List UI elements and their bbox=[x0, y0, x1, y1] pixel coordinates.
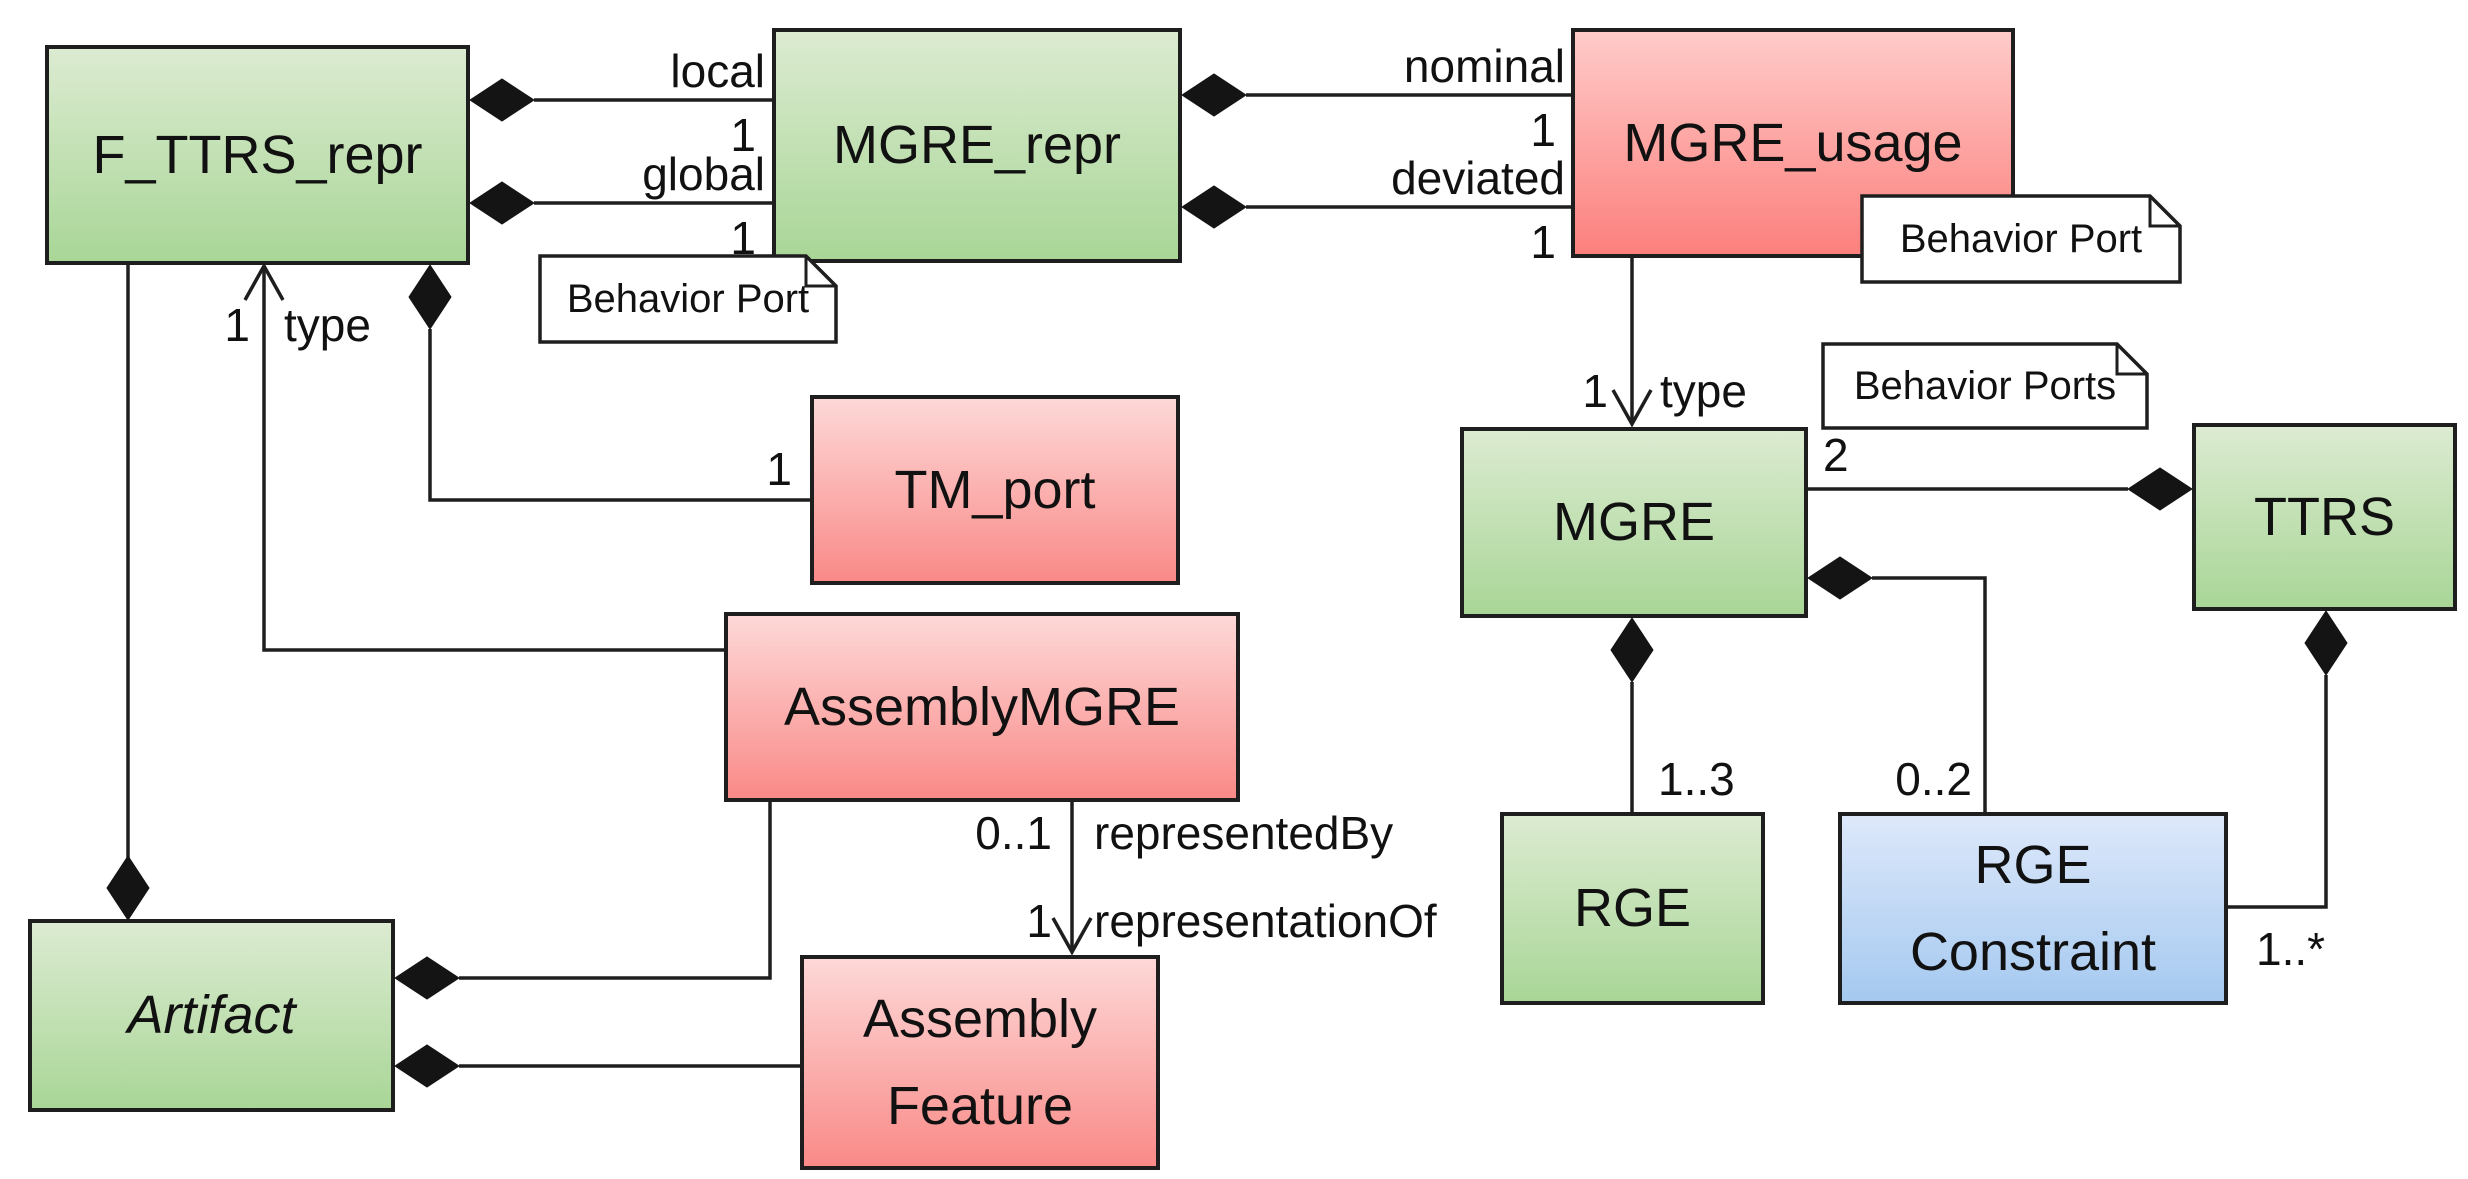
edge-label-mgre-ttrs-multiplicity: 2 bbox=[1823, 429, 1849, 481]
edge-label-tm-port-multiplicity: 1 bbox=[766, 443, 792, 495]
edge-artifact-assembly-mgre-composition bbox=[394, 802, 772, 1000]
edge-label-deviated-multiplicity: 1 bbox=[1530, 216, 1556, 268]
edge-assembly-type-arrow bbox=[243, 262, 724, 652]
class-rge-label: RGE bbox=[1573, 878, 1692, 939]
edge-mgre-rge-composition bbox=[1610, 617, 1654, 812]
edge-label-usage-type-name: type bbox=[1660, 365, 1747, 417]
edge-nominal-composition bbox=[1181, 73, 1571, 117]
edge-label-global-name: global bbox=[642, 148, 765, 200]
edge-mgre-ttrs-composition bbox=[1808, 467, 2193, 511]
note-shape-behavior-port-left bbox=[538, 254, 838, 344]
note-behavior-ports-label: Behavior Ports bbox=[1853, 363, 2117, 408]
edge-artifact-f-ttrs-composition bbox=[106, 265, 150, 921]
class-f-ttrs-repr-label: F_TTRS_repr bbox=[92, 124, 423, 185]
class-mgre-repr-label: MGRE_repr bbox=[832, 115, 1122, 176]
note-behavior-port-left-label: Behavior Port bbox=[566, 276, 810, 321]
edge-ttrs-rge-constraint-composition bbox=[2228, 610, 2348, 909]
class-rge: RGE bbox=[1500, 812, 1765, 1005]
class-ttrs: TTRS bbox=[2192, 423, 2457, 611]
edge-label-ttrs-rge-constraint-multiplicity: 1..* bbox=[2256, 923, 2326, 975]
class-rge-constraint-label-line1: RGE bbox=[1974, 835, 2092, 896]
edge-label-assembly-type-multiplicity: 1 bbox=[224, 299, 250, 351]
edge-label-mgre-rge-multiplicity: 1..3 bbox=[1658, 753, 1735, 805]
edge-deviated-composition bbox=[1181, 185, 1571, 229]
class-assembly-feature-label-line1: Assembly bbox=[862, 989, 1098, 1050]
class-artifact-label: Artifact bbox=[127, 985, 296, 1046]
edge-artifact-assembly-feature-composition bbox=[394, 1044, 800, 1088]
class-rge-constraint-label-line2: Constraint bbox=[1909, 921, 2157, 982]
class-mgre-usage-label: MGRE_usage bbox=[1623, 112, 1963, 173]
class-assembly-mgre: AssemblyMGRE bbox=[724, 612, 1240, 802]
class-mgre-label: MGRE bbox=[1553, 492, 1715, 553]
edge-label-representation-of-name: representationOf bbox=[1094, 895, 1437, 947]
class-tm-port: TM_port bbox=[810, 395, 1180, 585]
edge-usage-type-arrow bbox=[1611, 258, 1653, 428]
class-mgre: MGRE bbox=[1460, 427, 1808, 618]
edge-f-ttrs-tm-port-composition bbox=[408, 264, 810, 502]
class-artifact: Artifact bbox=[28, 919, 395, 1112]
edge-label-deviated-name: deviated bbox=[1391, 152, 1565, 204]
edge-label-local-name: local bbox=[670, 45, 765, 97]
class-mgre-repr: MGRE_repr bbox=[772, 28, 1182, 263]
edge-global-composition bbox=[469, 181, 772, 225]
edge-label-representation-of-multiplicity: 1 bbox=[1026, 895, 1052, 947]
edge-label-local-multiplicity: 1 bbox=[730, 109, 756, 161]
class-ttrs-label: TTRS bbox=[2254, 486, 2395, 547]
class-f-ttrs-repr: F_TTRS_repr bbox=[45, 45, 470, 265]
edge-label-usage-type-multiplicity: 1 bbox=[1582, 365, 1608, 417]
edge-label-represented-by-multiplicity: 0..1 bbox=[975, 807, 1052, 859]
class-rge-constraint: RGE Constraint bbox=[1838, 812, 2228, 1005]
class-assembly-feature: Assembly Feature bbox=[800, 955, 1160, 1170]
edge-label-nominal-name: nominal bbox=[1403, 40, 1565, 92]
edge-label-assembly-type-name: type bbox=[284, 299, 371, 351]
note-shape-behavior-port-right bbox=[1860, 194, 2182, 284]
edge-represented-by-arrow bbox=[1051, 802, 1093, 956]
class-assembly-feature-label-line2: Feature bbox=[886, 1075, 1074, 1136]
class-tm-port-label: TM_port bbox=[894, 459, 1096, 520]
note-shape-behavior-ports bbox=[1821, 342, 2149, 430]
edge-local-composition bbox=[469, 78, 772, 122]
edge-mgre-rge-constraint-composition bbox=[1807, 556, 1987, 812]
note-behavior-port-right-label: Behavior Port bbox=[1899, 216, 2143, 261]
class-assembly-mgre-label: AssemblyMGRE bbox=[783, 676, 1181, 737]
edge-label-represented-by-name: representedBy bbox=[1094, 807, 1394, 859]
edge-label-global-multiplicity: 1 bbox=[730, 212, 756, 264]
edge-label-mgre-rge-constraint-multiplicity: 0..2 bbox=[1895, 753, 1972, 805]
edge-label-nominal-multiplicity: 1 bbox=[1530, 104, 1556, 156]
